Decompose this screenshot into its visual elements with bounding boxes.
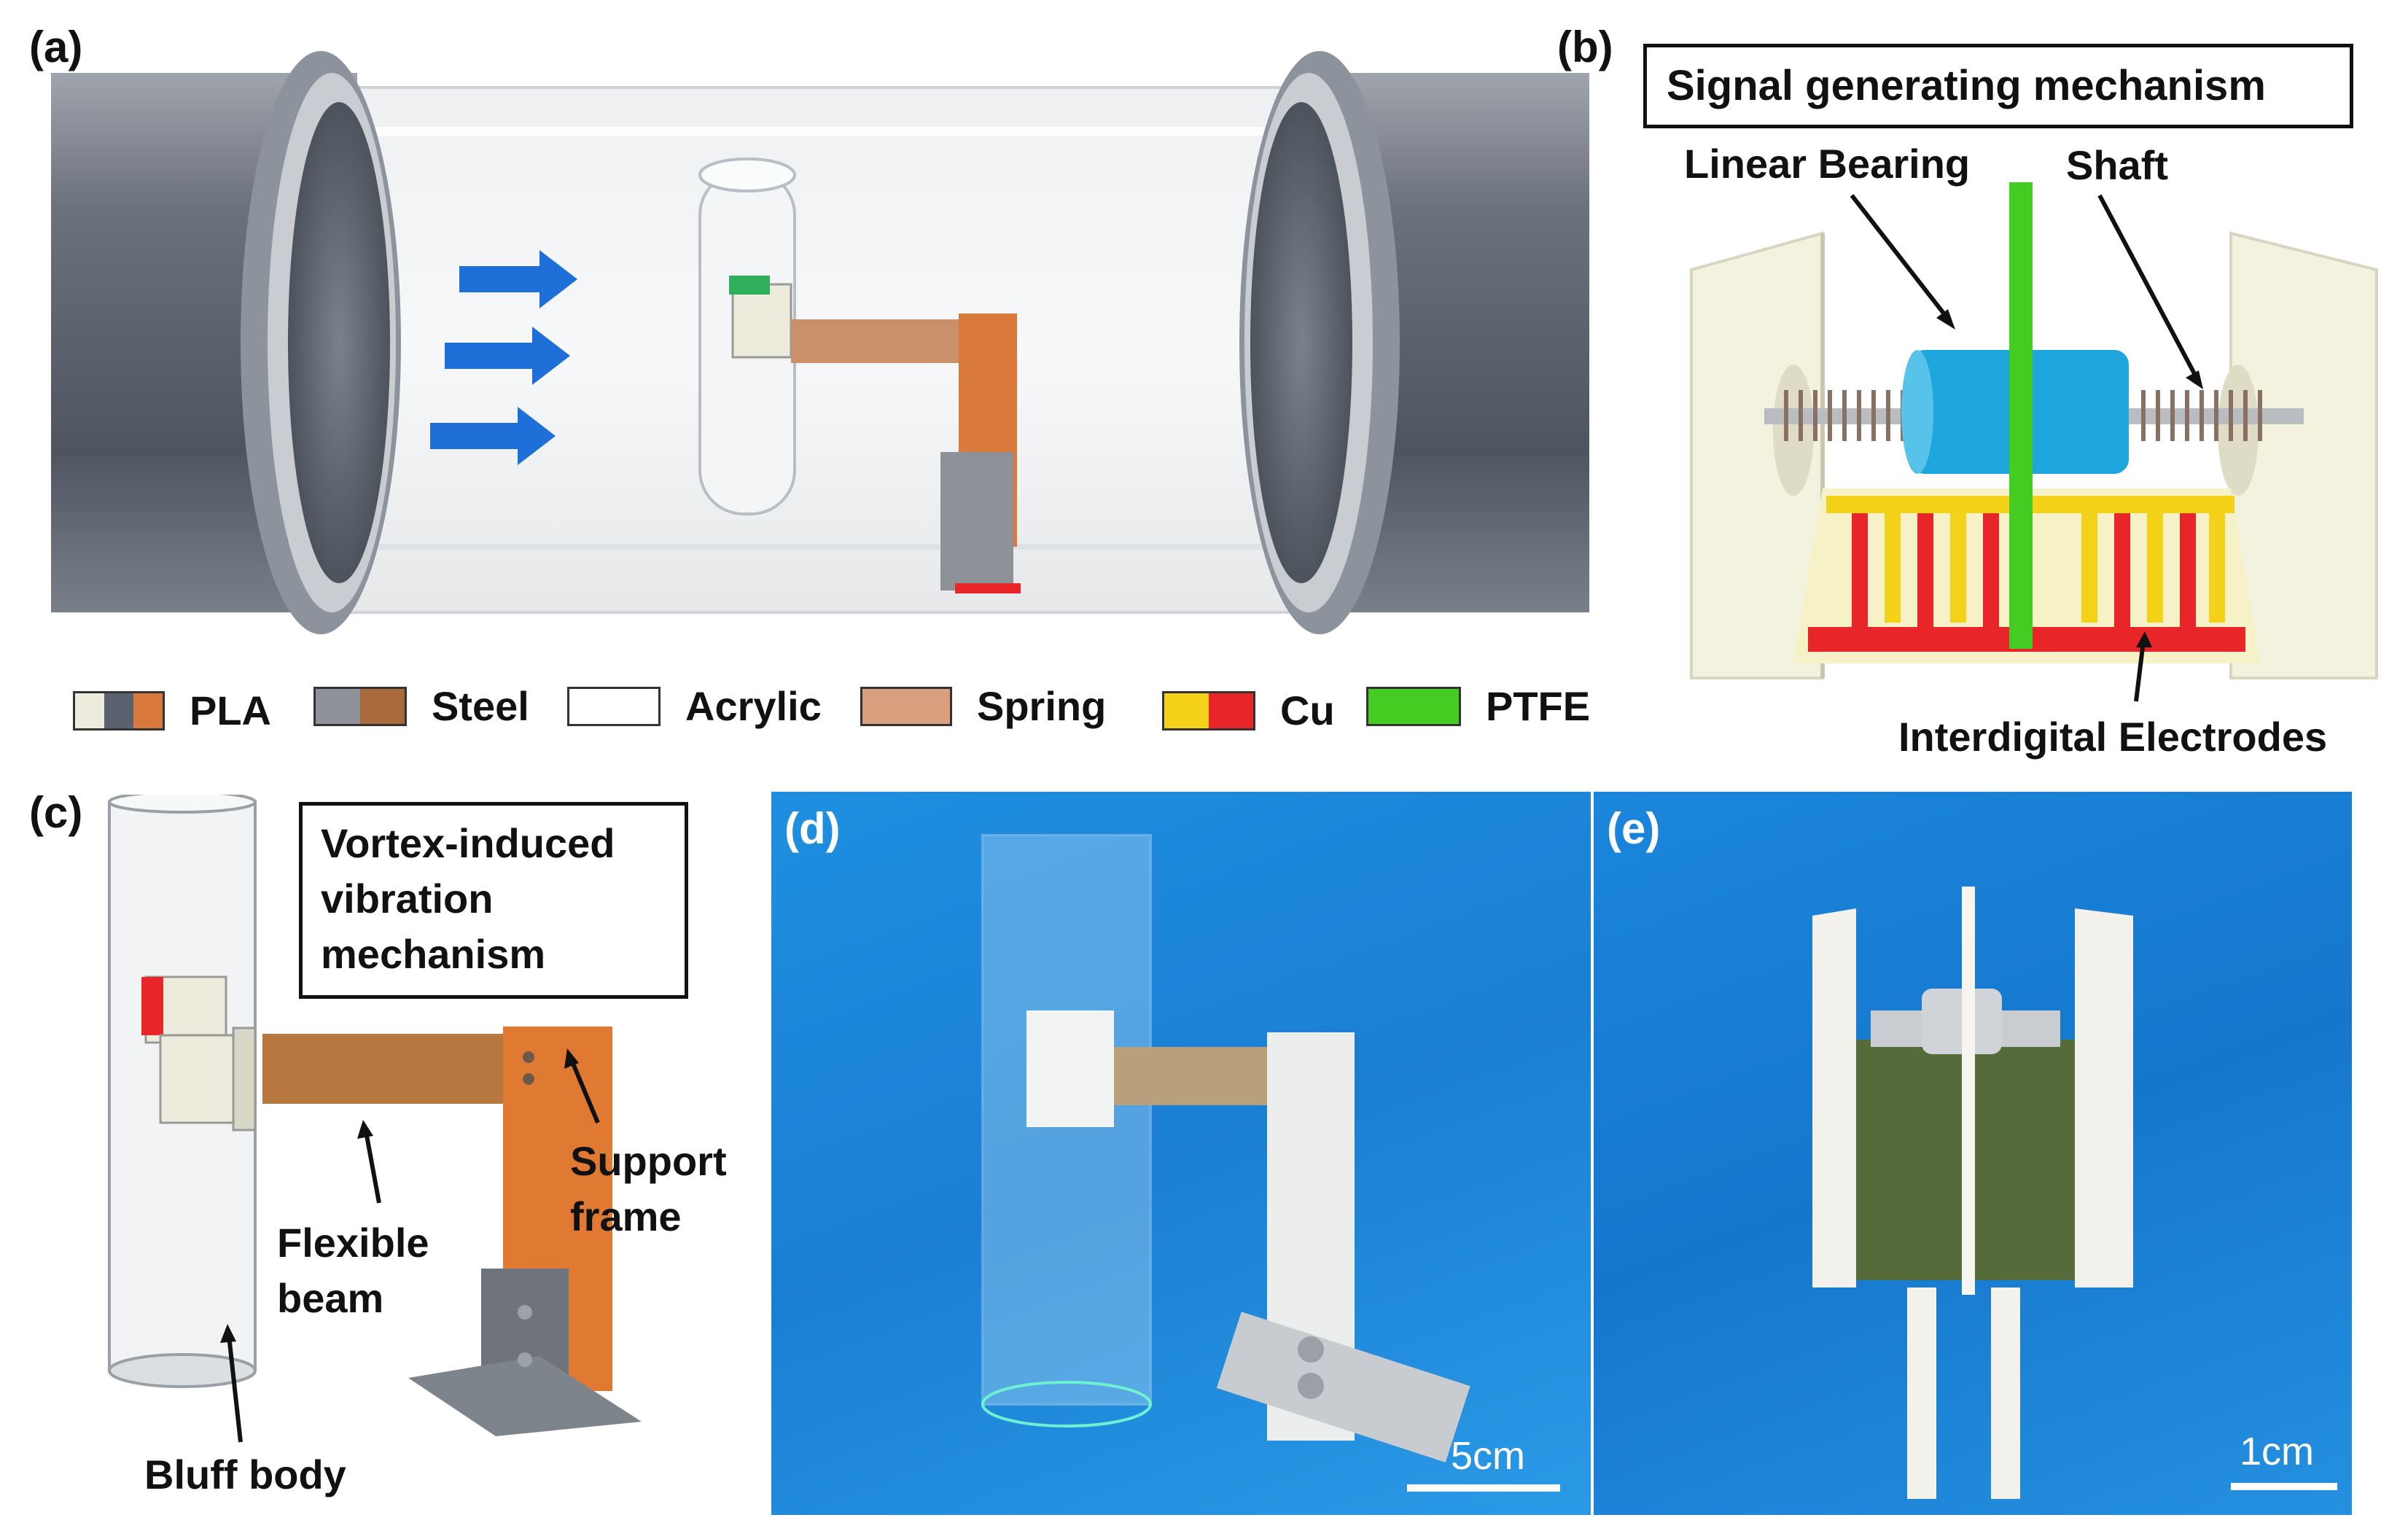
legend-spring-swatch bbox=[860, 686, 952, 726]
legend-spring: Spring bbox=[860, 682, 1106, 730]
panel-label-c: (c) bbox=[29, 788, 83, 837]
flexible-beam-label-1: Flexible bbox=[277, 1220, 429, 1266]
interdigital-electrodes-label: Interdigital Electrodes bbox=[1898, 714, 2328, 760]
legend-acrylic-label: Acrylic bbox=[685, 683, 822, 729]
legend-cu-label: Cu bbox=[1280, 687, 1335, 733]
legend-steel-swatch bbox=[313, 686, 407, 726]
legend-steel: Steel bbox=[313, 682, 529, 730]
legend-ptfe-swatch bbox=[1366, 686, 1461, 726]
vortex-mechanism-title-box bbox=[299, 802, 688, 999]
photo-d-device bbox=[981, 834, 1470, 1462]
panel-label-e: (e) bbox=[1607, 804, 1661, 853]
vortex-mechanism-illustration bbox=[108, 795, 642, 1436]
linear-bearing-label: Linear Bearing bbox=[1684, 141, 1971, 187]
legend-cu: Cu bbox=[1162, 687, 1335, 734]
panel-label-a: (a) bbox=[29, 23, 83, 71]
photo-e-device bbox=[1812, 887, 2133, 1499]
legend-ptfe-label: PTFE bbox=[1486, 683, 1591, 729]
legend-ptfe: PTFE bbox=[1366, 682, 1590, 730]
signal-mechanism-illustration bbox=[1690, 182, 2378, 679]
legend-pla-label: PLA bbox=[190, 687, 271, 733]
flexible-beam-label-2: beam bbox=[277, 1275, 384, 1321]
vortex-title-line3: mechanism bbox=[321, 931, 546, 977]
pipe-illustration bbox=[51, 51, 1589, 634]
legend-pla: PLA bbox=[73, 687, 271, 734]
support-frame-label-2: frame bbox=[570, 1193, 682, 1239]
shaft-label: Shaft bbox=[2066, 142, 2168, 188]
legend-acrylic: Acrylic bbox=[567, 682, 822, 730]
legend-spring-label: Spring bbox=[977, 683, 1107, 729]
legend-cu-swatch bbox=[1162, 690, 1255, 731]
signal-mechanism-title-box bbox=[1643, 44, 2353, 128]
signal-mechanism-title: Signal generating mechanism bbox=[1667, 62, 2266, 109]
scale-bar-e bbox=[2231, 1483, 2337, 1490]
scale-text-e: 1cm bbox=[2240, 1430, 2315, 1473]
legend-steel-label: Steel bbox=[432, 683, 529, 729]
panel-label-b: (b) bbox=[1557, 23, 1613, 71]
scale-bar-d bbox=[1407, 1484, 1560, 1492]
panel-label-d: (d) bbox=[784, 804, 841, 853]
vortex-title-line2: vibration bbox=[321, 876, 494, 922]
flow-arrows bbox=[430, 250, 577, 465]
scale-text-d: 5cm bbox=[1451, 1434, 1526, 1478]
legend-acrylic-swatch bbox=[567, 686, 661, 726]
vortex-title-line1: Vortex-induced bbox=[321, 820, 615, 866]
bluff-body-label: Bluff body bbox=[144, 1452, 346, 1497]
support-frame-label-1: Support bbox=[570, 1138, 727, 1184]
legend-pla-swatch bbox=[73, 690, 165, 731]
